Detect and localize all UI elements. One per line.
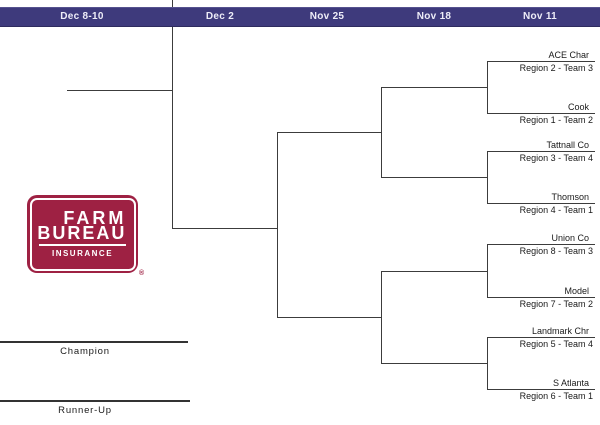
team-line (487, 203, 595, 204)
runner-up-label: Runner-Up (58, 405, 112, 416)
date-column-label: Nov 25 (309, 11, 345, 22)
team-line (487, 151, 595, 152)
team-seed-label: Region 8 - Team 3 (519, 246, 593, 256)
bracket-winner-line (381, 177, 488, 178)
championship-game-line (67, 90, 173, 91)
team-slot: Landmark Chr Region 5 - Team 4 (487, 326, 595, 350)
runner-up-line (0, 400, 190, 402)
bracket-connector-line (277, 132, 278, 318)
bracket-winner-line (381, 271, 488, 272)
team-seed-label: Region 2 - Team 3 (519, 63, 593, 73)
bracket-winner-line (277, 132, 382, 133)
date-column-label: Nov 18 (416, 11, 452, 22)
team-name-label: Model (564, 286, 589, 296)
farm-bureau-logo-inner-border: FARM BUREAU INSURANCE (29, 197, 136, 271)
team-slot: Cook Region 1 - Team 2 (487, 102, 595, 126)
team-name-label: ACE Char (548, 50, 589, 60)
date-header-bar: Dec 8-10 Dec 2 Nov 25 Nov 18 Nov 11 (0, 7, 600, 27)
champion-label: Champion (60, 346, 110, 357)
team-seed-label: Region 4 - Team 1 (519, 205, 593, 215)
team-slot: Model Region 7 - Team 2 (487, 286, 595, 310)
team-name-label: Landmark Chr (531, 326, 589, 336)
team-slot: Thomson Region 4 - Team 1 (487, 192, 595, 216)
team-slot: S Atlanta Region 6 - Team 1 (487, 378, 595, 402)
team-name-label: S Atlanta (552, 378, 589, 388)
team-line (487, 297, 595, 298)
logo-divider-line (38, 243, 127, 246)
bracket-winner-line (381, 363, 488, 364)
date-column-label: Dec 2 (205, 11, 235, 22)
team-line (487, 61, 595, 62)
team-name-label: Union Co (551, 233, 589, 243)
team-name-label: Cook (567, 102, 589, 112)
bracket-winner-line (277, 317, 382, 318)
team-line (487, 337, 595, 338)
team-slot: Union Co Region 8 - Team 3 (487, 233, 595, 257)
team-line (487, 244, 595, 245)
team-seed-label: Region 7 - Team 2 (519, 299, 593, 309)
team-name-label: Thomson (551, 192, 589, 202)
bracket-connector-final-vertical (172, 0, 173, 229)
team-slot: ACE Char Region 2 - Team 3 (487, 50, 595, 74)
team-line (487, 113, 595, 114)
registered-trademark-icon: ® (139, 270, 145, 277)
logo-text-farm: FARM (63, 207, 127, 228)
team-name-label: Tattnall Co (546, 140, 589, 150)
team-seed-label: Region 3 - Team 4 (519, 153, 593, 163)
farm-bureau-logo: FARM BUREAU INSURANCE (27, 195, 138, 273)
date-column-label: Nov 11 (522, 11, 558, 22)
bracket-winner-line (172, 228, 278, 229)
bracket-winner-line (381, 87, 488, 88)
team-seed-label: Region 1 - Team 2 (519, 115, 593, 125)
champion-line (0, 341, 188, 343)
team-slot: Tattnall Co Region 3 - Team 4 (487, 140, 595, 164)
team-seed-label: Region 6 - Team 1 (519, 391, 593, 401)
team-line (487, 389, 595, 390)
date-column-label: Dec 8-10 (60, 11, 104, 22)
logo-text-insurance: INSURANCE (51, 248, 114, 258)
logo-text-bureau: BUREAU (37, 222, 127, 243)
team-seed-label: Region 5 - Team 4 (519, 339, 593, 349)
